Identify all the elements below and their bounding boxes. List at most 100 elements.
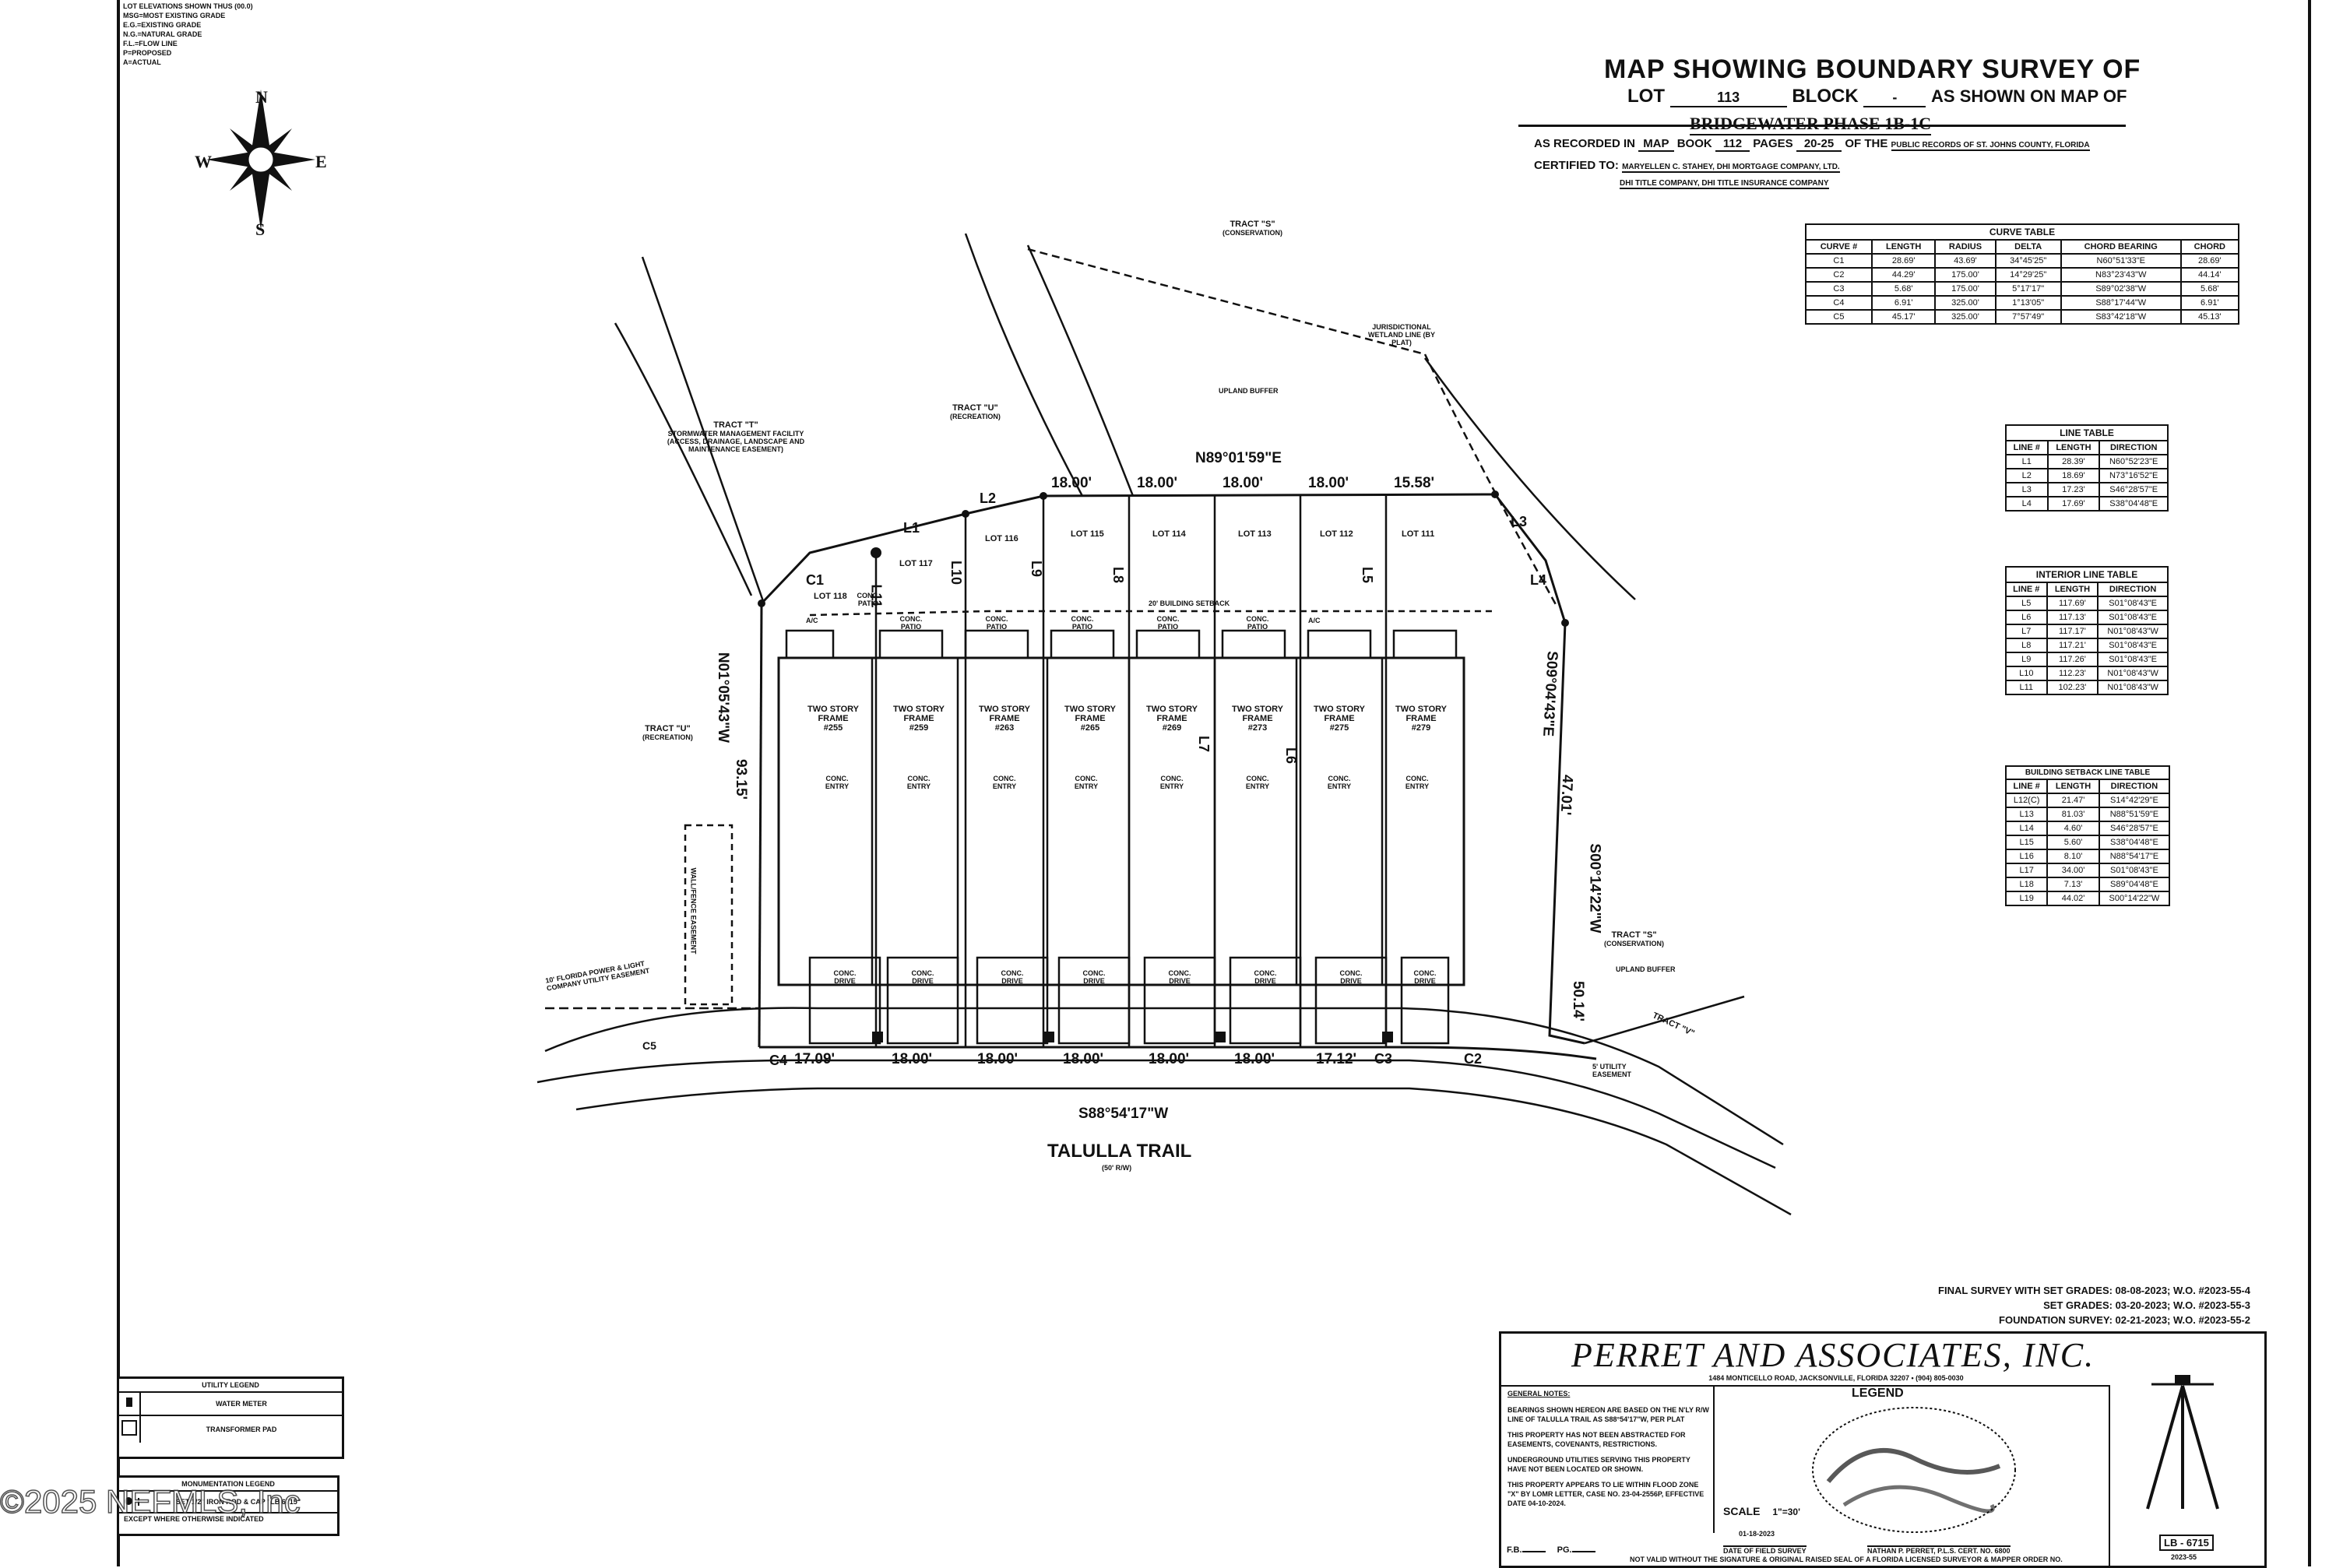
- unit-label: TWO STORY FRAME#269: [1137, 705, 1207, 733]
- entry-label: CONC. ENTRY: [1327, 775, 1352, 790]
- upland-buffer-right: UPLAND BUFFER: [1616, 965, 1676, 973]
- table-cell: L10: [2005, 666, 2048, 681]
- table-cell: 1°13'05": [1994, 295, 2062, 311]
- utility-easement-label: 5' UTILITY EASEMENT: [1592, 1063, 1632, 1078]
- drive-label: CONC. DRIVE: [911, 969, 934, 985]
- table-cell: N88°51'59"E: [2098, 807, 2171, 822]
- line-label-l5: L5: [1360, 566, 1376, 584]
- table-cell: 81.03': [2046, 807, 2100, 822]
- table-cell: 44.14': [2179, 267, 2240, 283]
- table-cell: 117.26': [2046, 652, 2099, 667]
- table-cell: 175.00': [1934, 267, 1997, 283]
- table-cell: L8: [2005, 638, 2048, 653]
- line-header: DIRECTION: [2099, 440, 2169, 455]
- general-note: BEARINGS SHOWN HEREON ARE BASED ON THE N…: [1507, 1406, 1709, 1423]
- pg-label: PG.: [1557, 1545, 1572, 1555]
- curve-label-c2: C2: [1464, 1051, 1483, 1067]
- general-notes: BEARINGS SHOWN HEREON ARE BASED ON THE N…: [1507, 1405, 1710, 1508]
- table-cell: 5.68': [2179, 281, 2240, 297]
- table-cell: N88°54'17"E: [2098, 849, 2171, 864]
- table-cell: 44.29': [1870, 267, 1937, 283]
- patio-label: CONC. PATIO: [899, 615, 923, 631]
- frame-text: TWO STORY FRAME: [1395, 705, 1447, 723]
- lot-label: LOT 118: [814, 592, 847, 601]
- west-line: [758, 603, 763, 1048]
- table-cell: C1: [1805, 253, 1873, 269]
- note-line: A=ACTUAL: [123, 58, 161, 66]
- unit-number: #269: [1162, 723, 1182, 733]
- table-cell: 45.13': [2179, 309, 2240, 325]
- frame-text: TWO STORY FRAME: [893, 705, 945, 723]
- street-row: (50' R/W): [1102, 1164, 1132, 1172]
- line-label-l10: L10: [948, 560, 965, 585]
- table-cell: 117.17': [2046, 624, 2099, 639]
- general-notes-title: GENERAL NOTES:: [1507, 1390, 1571, 1397]
- table-cell: L1: [2005, 454, 2049, 469]
- certified-line: CERTIFIED TO: MARYELLEN C. STAHEY, DHI M…: [1534, 159, 1840, 173]
- table-cell: 102.23': [2046, 680, 2099, 695]
- entry-label: CONC. ENTRY: [1074, 775, 1099, 790]
- south-bearing: S88°54'17"W: [1078, 1106, 1169, 1122]
- table-cell: 17.69': [2046, 496, 2101, 512]
- table-cell: 43.69': [1934, 253, 1997, 269]
- table-cell: N83°23'43"W: [2060, 267, 2182, 283]
- survey-notes: FINAL SURVEY WITH SET GRADES: 08-08-2023…: [1853, 1283, 2250, 1327]
- table-cell: L18: [2004, 877, 2049, 892]
- table-cell: N01°08'43"W: [2097, 680, 2169, 695]
- lot-label: LOT 117: [899, 559, 933, 568]
- pages-value: 20-25: [1796, 137, 1842, 152]
- table-cell: L17: [2004, 863, 2049, 878]
- note-line: MSG=MOST EXISTING GRADE: [123, 12, 226, 19]
- ac-label: A/C: [1308, 617, 1321, 624]
- table-cell: N60°52'23"E: [2099, 454, 2169, 469]
- monumentation-legend: MONUMENTATION LEGEND SET 1/2" IRON ROD &…: [117, 1475, 339, 1536]
- line-header: LINE #: [2005, 440, 2049, 455]
- drive-label: CONC. DRIVE: [1413, 969, 1437, 985]
- table-cell: 44.02': [2046, 891, 2100, 906]
- setback-table-title: BUILDING SETBACK LINE TABLE: [2005, 765, 2170, 780]
- unit-label: TWO STORY FRAME#279: [1386, 705, 1456, 733]
- interior-header: DIRECTION: [2097, 582, 2169, 597]
- table-cell: 5.60': [2046, 835, 2100, 850]
- book-value: 112: [1715, 137, 1750, 152]
- tract-s-right: TRACT "S" (CONSERVATION): [1604, 930, 1664, 947]
- curve-header: LENGTH: [1870, 239, 1937, 255]
- company-address: 1484 MONTICELLO ROAD, JACKSONVILLE, FLOR…: [1708, 1374, 1964, 1382]
- table-cell: L4: [2005, 496, 2049, 512]
- frame-text: TWO STORY FRAME: [1232, 705, 1283, 723]
- bottom-dim: 17.09': [794, 1051, 836, 1067]
- table-cell: 14°29'25": [1994, 267, 2062, 283]
- table-cell: 7°57'49": [1994, 309, 2062, 325]
- curve-header: CHORD: [2179, 239, 2240, 255]
- table-cell: C5: [1805, 309, 1873, 325]
- table-cell: 7.13': [2046, 877, 2100, 892]
- drive-label: CONC. DRIVE: [1168, 969, 1191, 985]
- west-distance: 93.15': [733, 758, 750, 800]
- table-cell: L12(C): [2004, 793, 2049, 808]
- curve-header: CHORD BEARING: [2060, 239, 2182, 255]
- frame-text: TWO STORY FRAME: [979, 705, 1030, 723]
- drive-label: CONC. DRIVE: [1339, 969, 1363, 985]
- lot-label: LOT 112: [1320, 529, 1353, 539]
- table-cell: 175.00': [1934, 281, 1997, 297]
- table-cell: L9: [2005, 652, 2048, 667]
- table-cell: L5: [2005, 596, 2048, 611]
- table-cell: S38°04'48"E: [2098, 835, 2171, 850]
- tract-label: TRACT "U": [645, 724, 691, 733]
- building-footprint: [777, 656, 1465, 986]
- tract-line: [641, 256, 765, 602]
- lot-boundary: [760, 493, 1585, 1045]
- compass-s: S: [255, 220, 266, 239]
- drawing-border: [117, 0, 2311, 1566]
- top-dim: 18.00': [1223, 475, 1264, 491]
- bottom-dim: 18.00': [1234, 1051, 1275, 1067]
- setback-label: 20' BUILDING SETBACK: [1149, 599, 1230, 607]
